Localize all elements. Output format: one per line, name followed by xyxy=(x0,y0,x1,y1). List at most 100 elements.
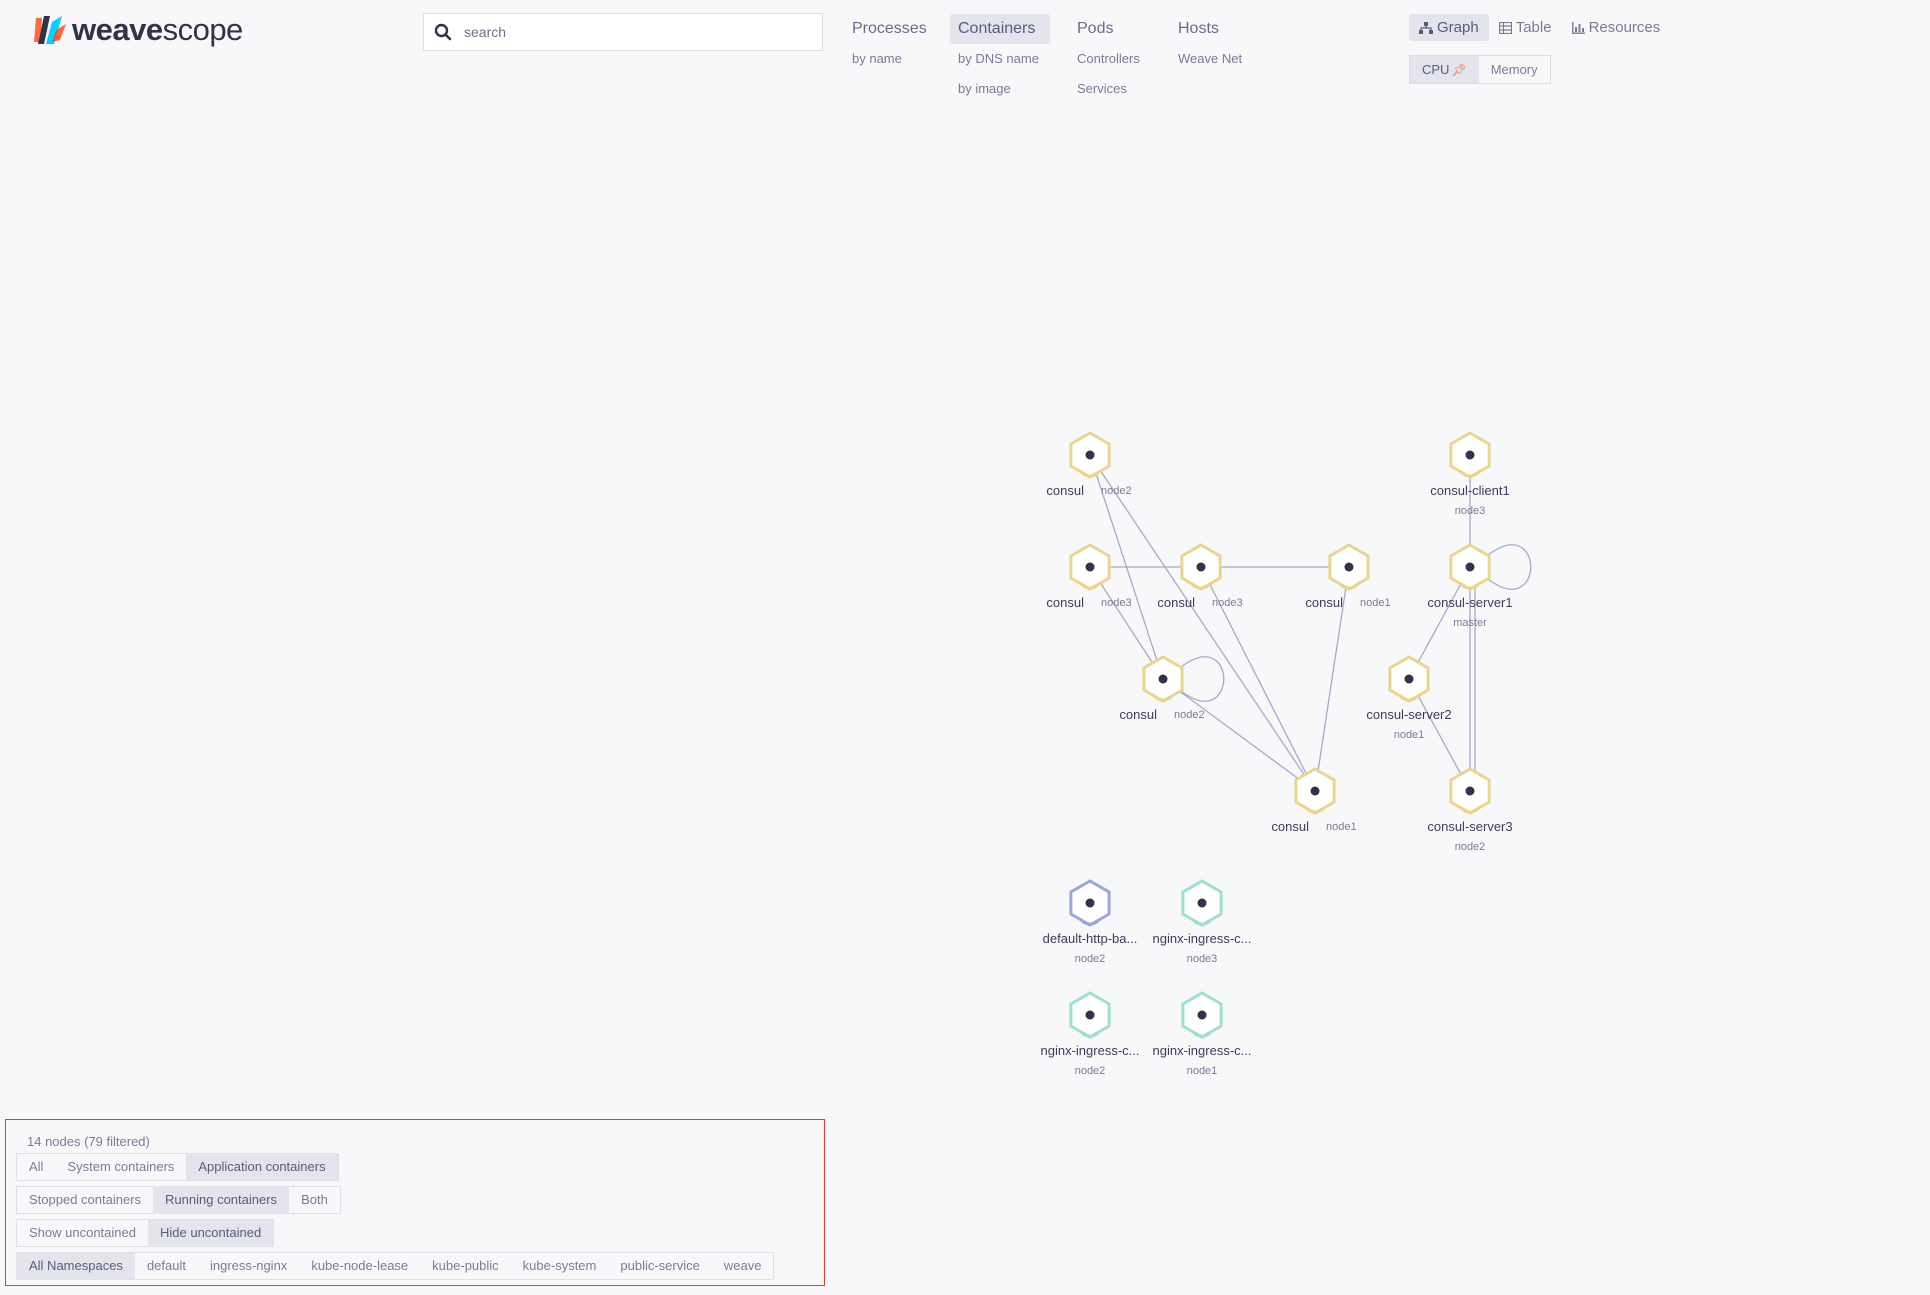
graph-node-n14[interactable]: nginx-ingress-c... node1 xyxy=(1153,991,1252,1077)
tab-pods[interactable]: Pods xyxy=(1077,20,1114,37)
node-sublabel: node3 xyxy=(1455,505,1486,517)
namespace-filter: All Namespaces default ingress-nginx kub… xyxy=(16,1252,775,1280)
uncontained-filter: Show uncontained Hide uncontained xyxy=(16,1219,275,1247)
graph-node-n11[interactable]: default-http-ba...node2 xyxy=(1043,879,1138,965)
graph-edges xyxy=(1089,454,1532,792)
node-center-dot xyxy=(1344,562,1354,572)
filter-show-uncontained[interactable]: Show uncontained xyxy=(29,1225,136,1240)
node-cpu-indicator xyxy=(1193,919,1211,926)
topology-pods: Pods Controllers Services xyxy=(1069,14,1148,104)
node-sublabel: node1 xyxy=(1360,597,1391,609)
node-sublabel: node1 xyxy=(1187,1065,1218,1077)
filter-all-namespaces[interactable]: All Namespaces xyxy=(17,1253,135,1279)
graph-self-loop xyxy=(1180,656,1225,702)
node-center-dot xyxy=(1310,786,1320,796)
filter-running-containers[interactable]: Running containers xyxy=(153,1187,290,1213)
node-cpu-indicator xyxy=(1461,471,1479,478)
node-cpu-indicator xyxy=(1340,583,1358,590)
node-sublabel: node1 xyxy=(1394,729,1425,741)
view-mode-selector: Graph Table Resources xyxy=(1409,14,1670,41)
graph-view-label: Graph xyxy=(1437,19,1479,36)
filter-system-containers[interactable]: System containers xyxy=(67,1159,175,1174)
tab-containers[interactable]: Containers xyxy=(950,14,1051,44)
node-label: nginx-ingress-c... xyxy=(1153,931,1252,946)
graph-node-n13[interactable]: nginx-ingress-c...node2 xyxy=(1041,991,1140,1077)
weavescope-logo[interactable]: weavescope xyxy=(32,12,243,48)
sub-pods-controllers[interactable]: Controllers xyxy=(1077,51,1140,66)
tab-processes[interactable]: Processes xyxy=(852,20,927,37)
filter-ns-ingress-nginx[interactable]: ingress-nginx xyxy=(209,1258,288,1273)
sub-processes-by-name[interactable]: by name xyxy=(852,51,902,66)
node-sublabel: node1 xyxy=(1326,821,1357,833)
graph-edge xyxy=(1200,566,1316,792)
node-center-dot xyxy=(1196,562,1206,572)
node-label: consul-server2 xyxy=(1366,707,1451,722)
node-label: consul xyxy=(1271,819,1309,834)
node-center-dot xyxy=(1465,450,1475,460)
sub-pods-services[interactable]: Services xyxy=(1077,81,1127,96)
node-sublabel: node2 xyxy=(1101,485,1132,497)
node-sublabel: node3 xyxy=(1187,953,1218,965)
filter-ns-kube-public[interactable]: kube-public xyxy=(432,1258,499,1273)
graph-edge xyxy=(1408,566,1471,680)
node-cpu-indicator xyxy=(1192,583,1210,590)
table-view-label: Table xyxy=(1515,19,1552,36)
filter-ns-kube-node-lease[interactable]: kube-node-lease xyxy=(311,1258,409,1273)
pin-icon: 📌︎ xyxy=(1451,63,1467,77)
graph-edge xyxy=(1162,678,1316,792)
tab-hosts[interactable]: Hosts xyxy=(1178,20,1219,37)
node-sublabel: node2 xyxy=(1455,841,1486,853)
filter-all[interactable]: All xyxy=(29,1159,44,1174)
search-input[interactable] xyxy=(462,23,806,41)
node-sublabel: node3 xyxy=(1212,597,1243,609)
node-label: consul-server3 xyxy=(1427,819,1512,834)
node-center-dot xyxy=(1197,898,1207,908)
table-icon xyxy=(1498,21,1512,34)
node-center-dot xyxy=(1197,1010,1207,1020)
node-center-dot xyxy=(1085,898,1095,908)
search-box[interactable] xyxy=(423,13,823,51)
resources-view-button[interactable]: Resources xyxy=(1562,14,1671,41)
sub-containers-by-image[interactable]: by image xyxy=(958,81,1011,96)
search-icon xyxy=(434,23,452,41)
filter-ns-weave[interactable]: weave xyxy=(723,1258,762,1273)
node-count: 14 nodes (79 filtered) xyxy=(27,1134,150,1149)
filter-hide-uncontained[interactable]: Hide uncontained xyxy=(147,1220,274,1246)
metric-selector: CPU📌︎ Memory xyxy=(1409,55,1551,84)
filter-ns-kube-system[interactable]: kube-system xyxy=(522,1258,597,1273)
memory-metric-button[interactable]: Memory xyxy=(1490,62,1538,77)
filter-both[interactable]: Both xyxy=(301,1192,328,1207)
graph-edge xyxy=(1089,454,1316,792)
graph-view-button[interactable]: Graph xyxy=(1409,14,1489,41)
resources-view-label: Resources xyxy=(1588,19,1661,36)
logo-text: weavescope xyxy=(72,12,243,47)
table-view-button[interactable]: Table xyxy=(1489,14,1562,41)
graph-node-n12[interactable]: nginx-ingress-c... node3 xyxy=(1153,879,1252,965)
graph-node-n8[interactable]: consul-server2 node1 xyxy=(1366,655,1452,741)
node-cpu-indicator xyxy=(1081,919,1099,926)
filter-application-containers[interactable]: Application containers xyxy=(186,1154,338,1180)
sub-hosts-weave-net[interactable]: Weave Net xyxy=(1178,51,1243,66)
node-center-dot xyxy=(1465,562,1475,572)
filter-ns-default[interactable]: default xyxy=(146,1258,186,1273)
filter-ns-public-service[interactable]: public-service xyxy=(620,1258,700,1273)
sub-containers-by-dns-name[interactable]: by DNS name xyxy=(958,51,1039,66)
cpu-metric-button[interactable]: CPU📌︎ xyxy=(1410,56,1479,83)
graph-edge xyxy=(1314,566,1350,792)
graph-edge xyxy=(1089,566,1164,680)
graph-node-n10[interactable]: consul-server3 node2 xyxy=(1427,767,1513,853)
filter-stopped-containers[interactable]: Stopped containers xyxy=(29,1192,142,1207)
graph-node-n9[interactable]: consul node1 xyxy=(1271,767,1357,834)
topology-processes: Processes by name xyxy=(844,14,935,74)
weave-logo-icon xyxy=(34,16,66,44)
node-label: nginx-ingress-c... xyxy=(1153,1043,1252,1058)
